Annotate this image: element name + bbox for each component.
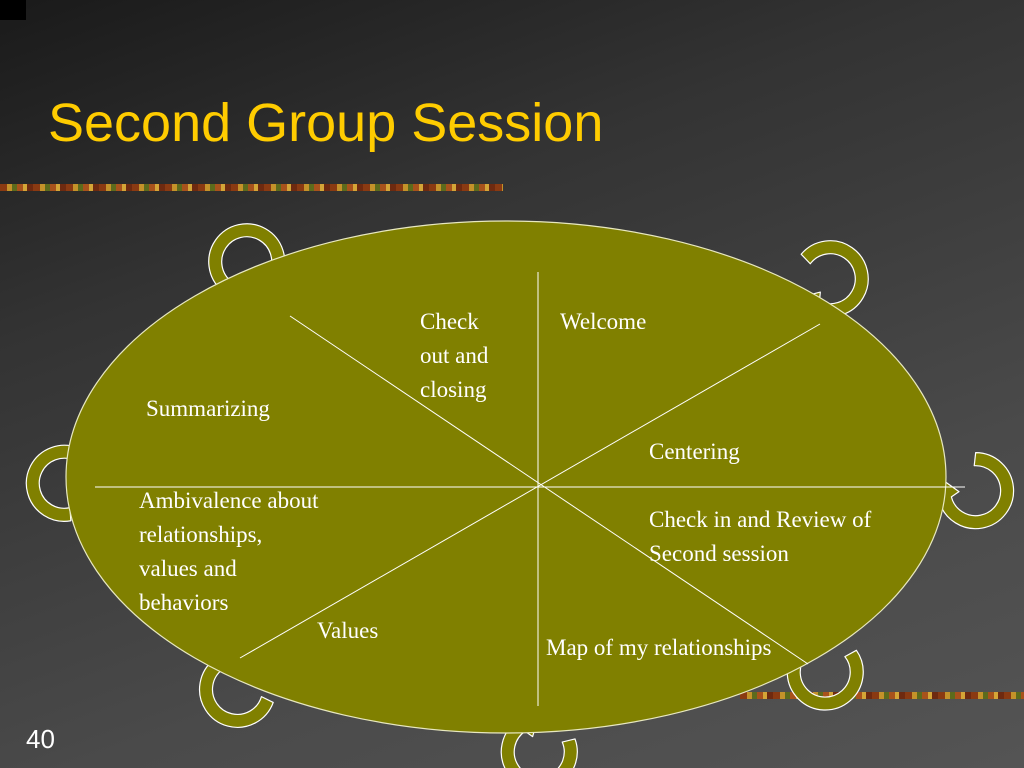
- cycle-ellipse: [65, 220, 947, 734]
- segment-dividers: [95, 272, 965, 706]
- label-check-in-review: Check in and Review of Second session: [649, 507, 872, 566]
- label-ambivalence: Ambivalence about relationships, values …: [139, 488, 319, 615]
- divider-diagonal-b: [239, 323, 821, 659]
- label-check-out-closing: Check out and closing: [420, 309, 489, 402]
- divider-diagonal-a: [289, 315, 809, 665]
- label-values: Values: [317, 618, 379, 643]
- decorative-strip-bottom: [740, 692, 1024, 699]
- label-centering: Centering: [649, 439, 740, 464]
- slide-title: Second Group Session: [48, 93, 604, 153]
- slide-number: 40: [26, 724, 55, 754]
- decorative-strip-top: [0, 184, 503, 191]
- label-map-of-relationships: Map of my relationships: [546, 635, 772, 660]
- label-summarizing: Summarizing: [146, 396, 270, 421]
- label-welcome: Welcome: [560, 309, 647, 334]
- corner-square: [0, 0, 26, 20]
